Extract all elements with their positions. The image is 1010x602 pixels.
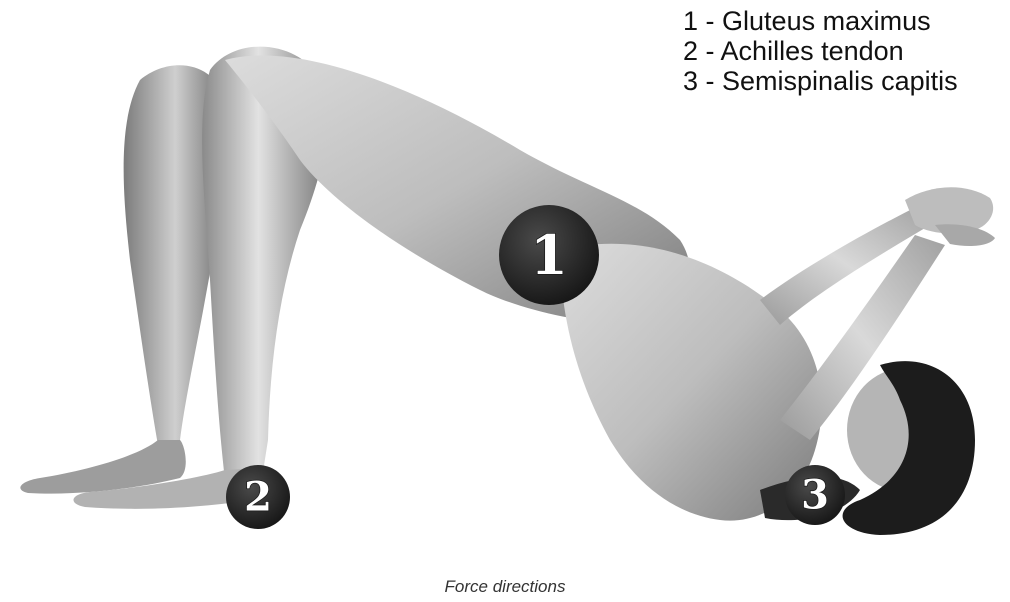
- legend-item: 2 - Achilles tendon: [683, 36, 958, 66]
- marker-gluteus-maximus: 1: [499, 205, 599, 305]
- legend-label: Semispinalis capitis: [722, 66, 958, 96]
- legend-label: Gluteus maximus: [722, 6, 931, 36]
- marker-1-number: 1: [530, 223, 568, 287]
- legend-number: 3: [683, 66, 698, 96]
- left-leg: [20, 65, 226, 493]
- legend-separator: -: [698, 66, 722, 96]
- legend-label: Achilles tendon: [721, 36, 904, 66]
- legend-item: 1 - Gluteus maximus: [683, 6, 958, 36]
- legend-item: 3 - Semispinalis capitis: [683, 66, 958, 96]
- marker-3-number: 3: [801, 472, 829, 519]
- marker-semispinalis-capitis: 3: [785, 465, 845, 525]
- marker-achilles-tendon: 2: [226, 465, 290, 529]
- muscle-legend: 1 - Gluteus maximus 2 - Achilles tendon …: [683, 6, 958, 96]
- marker-2-number: 2: [244, 474, 272, 521]
- figure-caption: Force directions: [0, 577, 1010, 597]
- legend-separator: -: [698, 6, 722, 36]
- legend-number: 2: [683, 36, 698, 66]
- legend-number: 1: [683, 6, 698, 36]
- legend-separator: -: [698, 36, 721, 66]
